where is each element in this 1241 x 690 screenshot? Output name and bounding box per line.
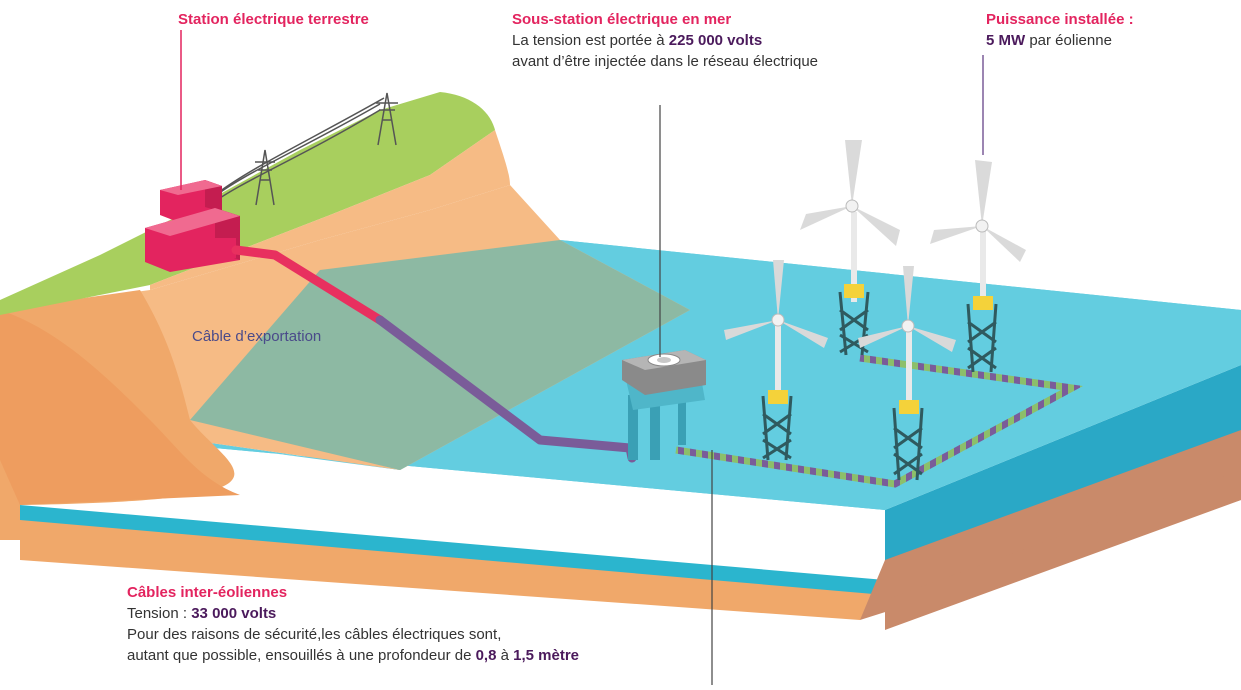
substation-line1: La tension est portée à 225 000 volts bbox=[512, 30, 818, 51]
installed-power-label: Puissance installée : 5 MW par éolienne bbox=[986, 9, 1134, 51]
inter-cables-label: Câbles inter-éoliennes Tension : 33 000 … bbox=[127, 582, 579, 666]
substation-line2: avant d’être injectée dans le réseau éle… bbox=[512, 53, 819, 70]
installed-power-mw: 5 MW bbox=[986, 32, 1026, 49]
land-station-icon bbox=[145, 180, 240, 272]
depth-min: 0,8 bbox=[475, 647, 497, 664]
land-station-title: Station électrique terrestre bbox=[178, 11, 369, 28]
underwater-slope bbox=[190, 240, 690, 470]
substation-title: Sous-station électrique en mer bbox=[512, 11, 732, 28]
power-pylon-icon bbox=[209, 92, 398, 206]
inter-cables-title: Câbles inter-éoliennes bbox=[127, 584, 288, 601]
installed-power-value: 5 MW par éolienne bbox=[986, 30, 1134, 51]
depth-max: 1,5 mètre bbox=[513, 647, 580, 664]
inter-cables-line3: autant que possible, ensouillés à une pr… bbox=[127, 645, 579, 666]
inter-turbine-cables bbox=[675, 354, 1083, 488]
inter-cables-line1-text: Tension : bbox=[127, 605, 192, 622]
inter-cables-voltage: 33 000 volts bbox=[191, 605, 277, 622]
substation-line1-text: La tension est portée à bbox=[512, 32, 669, 49]
grass-top bbox=[0, 92, 495, 315]
wind-turbine-icon bbox=[724, 140, 1026, 481]
seabed-side bbox=[860, 430, 1241, 620]
inter-cables-line1: Tension : 33 000 volts bbox=[127, 603, 579, 624]
substation-icon bbox=[622, 350, 706, 460]
substation-voltage: 225 000 volts bbox=[668, 32, 763, 49]
substation-label: Sous-station électrique en mer La tensio… bbox=[512, 9, 818, 72]
land-station-label: Station électrique terrestre bbox=[178, 9, 369, 30]
inter-cables-line3-text: autant que possible, ensouillés à une pr… bbox=[127, 647, 476, 664]
export-cable-label: Câble d’exportation bbox=[192, 328, 322, 345]
seabed-front bbox=[20, 520, 885, 620]
installed-power-rest: par éolienne bbox=[1025, 32, 1112, 49]
installed-power-title: Puissance installée : bbox=[986, 11, 1134, 28]
depth-separator: à bbox=[496, 647, 514, 664]
inter-cables-line2: Pour des raisons de sécurité,les câbles … bbox=[127, 626, 502, 643]
